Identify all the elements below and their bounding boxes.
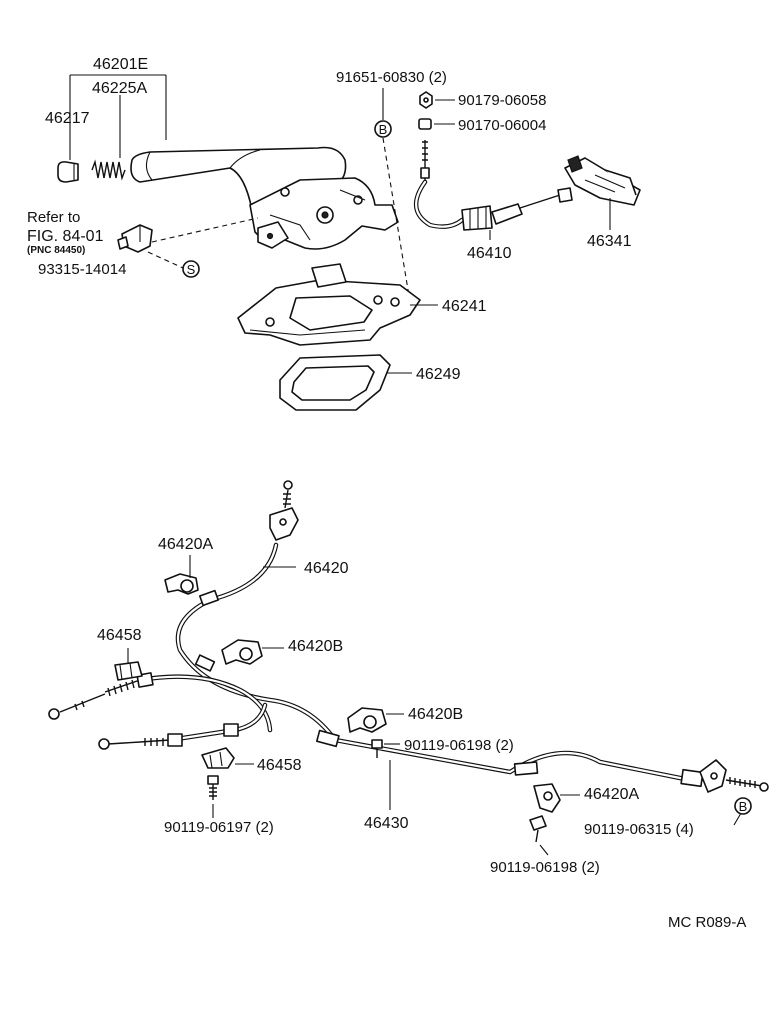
label-46217: 46217 xyxy=(45,110,90,127)
label-91651-60830: 91651-60830 (2) xyxy=(336,69,447,86)
label-refer-to: Refer to xyxy=(27,209,80,226)
diagram-code: MC R089-A xyxy=(668,914,746,931)
group-bracket-46201E xyxy=(69,74,167,160)
clamp-46420B-middle xyxy=(347,707,387,733)
label-46225A: 46225A xyxy=(92,80,147,97)
spring-46225A xyxy=(91,159,126,181)
console-bracket-46241 xyxy=(237,263,421,346)
svg-text:B: B xyxy=(739,799,748,814)
label-46430: 46430 xyxy=(364,815,409,832)
marker-b-bottom: B xyxy=(734,797,752,815)
label-46458-lower: 46458 xyxy=(257,757,302,774)
label-90170-06004: 90170-06004 xyxy=(458,117,546,134)
label-90119-06198-upper: 90119-06198 (2) xyxy=(404,737,514,754)
clamp-46420A-upper xyxy=(164,573,199,595)
marker-s: S xyxy=(182,260,200,278)
label-46241: 46241 xyxy=(442,298,487,315)
gasket-46249 xyxy=(279,354,391,411)
label-46420: 46420 xyxy=(304,560,349,577)
label-90119-06198-lower: 90119-06198 (2) xyxy=(490,859,600,876)
brake-warning-switch xyxy=(117,224,153,253)
parking-brake-lever xyxy=(130,146,399,250)
bolt-90119-06198-lower xyxy=(529,815,547,843)
clamp-46420A-lower xyxy=(533,783,561,813)
label-46341: 46341 xyxy=(587,233,632,250)
label-46249: 46249 xyxy=(416,366,461,383)
label-46420B-middle: 46420B xyxy=(408,706,463,723)
label-46420A-upper: 46420A xyxy=(158,536,213,553)
bolt-90119-06198-upper xyxy=(371,739,383,758)
label-90119-06315: 90119-06315 (4) xyxy=(584,821,694,838)
label-46201E: 46201E xyxy=(93,56,148,73)
label-46420B-upper: 46420B xyxy=(288,638,343,655)
rear-cable-46430 xyxy=(48,672,273,750)
marker-b-top: B xyxy=(374,120,392,138)
svg-text:B: B xyxy=(379,122,388,137)
clamp-46420B-upper xyxy=(221,639,263,665)
equalizer-46341 xyxy=(564,155,641,206)
svg-text:S: S xyxy=(187,262,196,277)
label-90119-06197: 90119-06197 (2) xyxy=(164,819,274,836)
bolt-90119-06197 xyxy=(207,775,219,800)
nut-90179 xyxy=(419,91,433,109)
label-93315-14014: 93315-14014 xyxy=(38,261,126,278)
label-46420A-lower: 46420A xyxy=(584,786,639,803)
rear-cable-46420 xyxy=(175,480,769,793)
label-46410: 46410 xyxy=(467,245,512,262)
clip-46458-lower xyxy=(201,747,235,769)
label-90179-06058: 90179-06058 xyxy=(458,92,546,109)
clip-46458-upper xyxy=(114,661,143,681)
button-46217 xyxy=(57,161,79,183)
label-46458-upper: 46458 xyxy=(97,627,142,644)
label-fig-84-01: FIG. 84-01 xyxy=(27,228,104,245)
washer-90170 xyxy=(418,118,432,130)
front-cable-46410 xyxy=(414,140,573,231)
label-pnc-84450: (PNC 84450) xyxy=(27,245,85,256)
leader-lines xyxy=(127,88,745,856)
